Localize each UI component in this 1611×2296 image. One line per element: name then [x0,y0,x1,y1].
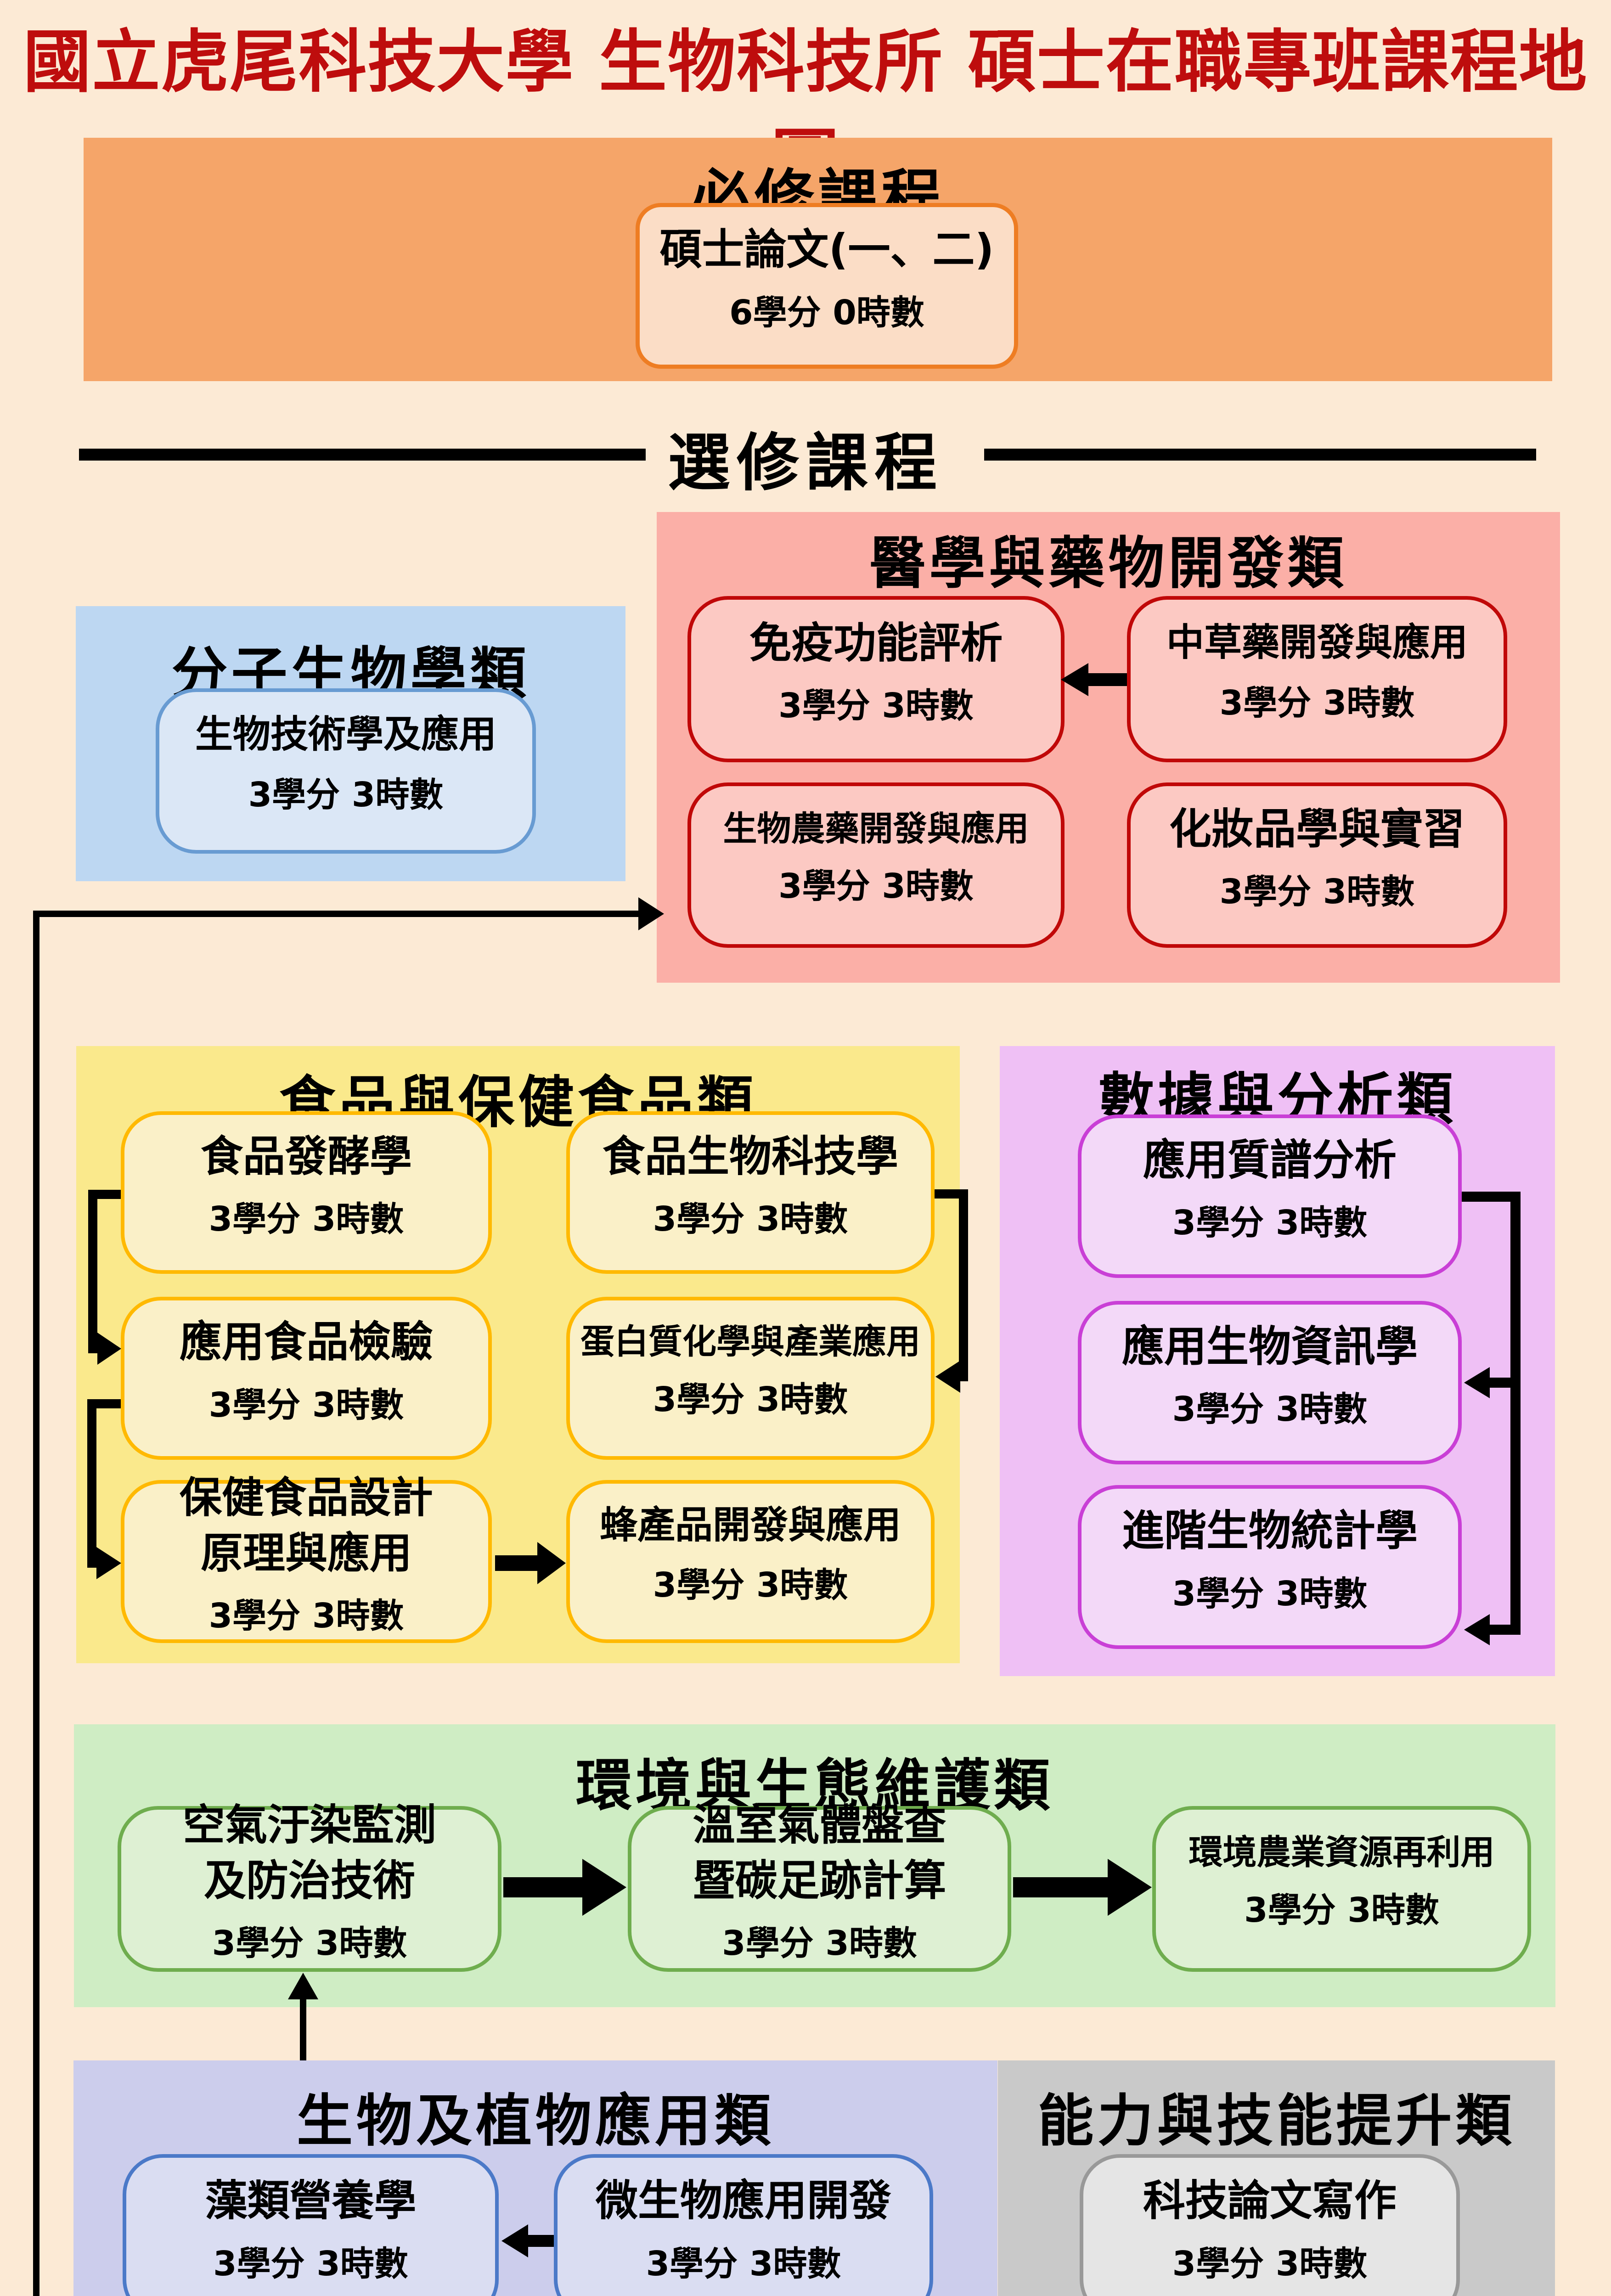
course-cosmetics-practice: 化妝品學與實習 3學分 3時數 [1127,782,1507,948]
course-credits: 3學分 3時數 [778,686,974,726]
course-name: 生物農藥開發與應用 [723,809,1029,849]
course-credits: 3學分 3時數 [722,1924,917,1964]
arrow-design-to-bee-shaft [495,1555,539,1571]
course-applied-food-inspection: 應用食品檢驗 3學分 3時數 [121,1297,492,1460]
elective-divider-left-line [79,449,646,461]
arrow-fermentation-to-inspection-head [97,1333,121,1365]
arrow-algae-to-air-head [288,1973,318,1999]
course-air-pollution-monitoring: 空氣汙染監測 及防治技術 3學分 3時數 [118,1801,501,1972]
arrow-micro-to-algae-shaft [527,2235,554,2247]
course-credits: 6學分 0時數 [729,293,924,332]
connector-entomology-to-biopesticide-vertical [33,911,39,2296]
arrow-design-to-bee-head [537,1542,566,1584]
course-algae-nutrition: 藻類營養學 3學分 3時數 [123,2154,499,2296]
course-applied-bioinformatics: 應用生物資訊學 3學分 3時數 [1078,1301,1462,1464]
arrow-air-to-greenhouse-shaft [503,1877,584,1897]
course-name: 蜂產品開發與應用 [599,1503,901,1547]
course-credits: 3學分 3時數 [646,2244,841,2284]
course-credits: 3學分 3時數 [1172,2244,1368,2284]
course-scientific-writing: 科技論文寫作 3學分 3時數 [1080,2154,1460,2296]
course-credits: 3學分 3時數 [1172,1574,1368,1614]
course-credits: 3學分 3時數 [208,1199,404,1239]
arrow-micro-to-algae-head [501,2224,528,2257]
arrow-greenhouse-to-recycle-head [1108,1859,1152,1916]
course-credits: 3學分 3時數 [653,1199,848,1239]
arrow-herbal-to-immune-shaft [1087,673,1127,686]
course-chinese-herbal-medicine: 中草藥開發與應用 3學分 3時數 [1127,596,1507,762]
course-credits: 3學分 3時數 [653,1565,848,1605]
course-agri-resource-recycling: 環境農業資源再利用 3學分 3時數 [1152,1806,1531,1972]
connector-massspec-vertical [1510,1192,1521,1635]
arrow-massspec-to-bioinfo-head [1464,1367,1490,1398]
course-microbial-application: 微生物應用開發 3學分 3時數 [554,2154,933,2296]
connector-massspec-stub [1462,1192,1521,1202]
course-name: 免疫功能評析 [749,618,1003,668]
course-bee-products: 蜂產品開發與應用 3學分 3時數 [566,1480,935,1643]
arrow-biotech-to-protein-head [935,1361,960,1393]
arrow-inspection-to-design-vertical [87,1399,96,1568]
arrow-fermentation-to-inspection-vertical [88,1190,97,1353]
course-greenhouse-gas-inventory: 溫室氣體盤查 暨碳足跡計算 3學分 3時數 [628,1801,1011,1972]
elective-divider-right-line [984,449,1536,461]
course-credits: 3學分 3時數 [653,1379,848,1419]
course-credits: 3學分 3時數 [1172,1203,1368,1243]
category-bio-plant-title: 生物及植物應用類 [297,2088,774,2154]
course-credits: 3學分 3時數 [1219,872,1415,912]
course-credits: 3學分 3時數 [1172,1390,1368,1429]
course-name: 碩士論文(一、二) [659,225,994,275]
page-title: 國立虎尾科技大學 生物科技所 碩士在職專班課程地圖 [23,23,1588,200]
elective-section-title: 選修課程 [668,427,943,500]
course-name: 溫室氣體盤查 暨碳足跡計算 [693,1800,946,1905]
course-advanced-biostatistics: 進階生物統計學 3學分 3時數 [1078,1485,1462,1649]
course-biopesticide-development: 生物農藥開發與應用 3學分 3時數 [687,782,1065,948]
course-food-biotechnology: 食品生物科技學 3學分 3時數 [566,1111,935,1274]
course-name: 進階生物統計學 [1121,1506,1418,1556]
connector-entomology-to-biopesticide-top [33,911,644,917]
course-applied-mass-spectrometry: 應用質譜分析 3學分 3時數 [1078,1114,1462,1278]
category-medical-title: 醫學與藥物開發類 [869,531,1347,596]
course-food-fermentation: 食品發酵學 3學分 3時數 [121,1111,492,1274]
course-name: 空氣汙染監測 及防治技術 [182,1800,436,1905]
arrow-inspection-to-design-head [96,1547,121,1579]
course-credits: 3學分 3時數 [1219,683,1415,723]
course-credits: 3學分 3時數 [213,2244,408,2284]
course-immune-function-analysis: 免疫功能評析 3學分 3時數 [687,596,1065,762]
course-name: 化妝品學與實習 [1169,804,1465,854]
arrow-biotech-to-protein-vertical [959,1189,968,1381]
course-credits: 3學分 3時數 [778,867,974,906]
arrow-greenhouse-to-recycle-shaft [1013,1877,1110,1897]
arrow-massspec-to-biostat-branch [1490,1625,1510,1635]
course-name: 應用食品檢驗 [179,1317,433,1367]
course-name: 環境農業資源再利用 [1189,1833,1495,1873]
course-name: 食品發酵學 [200,1131,412,1181]
arrow-herbal-to-immune-head [1061,663,1088,696]
course-biotechnology-application: 生物技術學及應用 3學分 3時數 [156,688,536,854]
course-name: 科技論文寫作 [1143,2176,1397,2226]
course-name: 食品生物科技學 [602,1131,898,1181]
category-skills-title: 能力與技能提升類 [1037,2088,1515,2154]
course-protein-chemistry-industry: 蛋白質化學與產業應用 3學分 3時數 [566,1297,935,1460]
course-name: 中草藥開發與應用 [1166,621,1468,665]
course-name: 藻類營養學 [205,2176,417,2226]
course-name: 微生物應用開發 [595,2176,891,2226]
course-credits: 3學分 3時數 [208,1385,404,1425]
course-credits: 3學分 3時數 [248,775,444,815]
connector-entomology-to-biopesticide-head [638,897,664,930]
course-name: 生物技術學及應用 [195,713,496,757]
arrow-massspec-to-bioinfo-branch [1490,1378,1510,1388]
course-name: 應用質譜分析 [1143,1135,1397,1185]
course-name: 蛋白質化學與產業應用 [580,1322,920,1362]
course-credits: 3學分 3時數 [212,1924,407,1964]
course-credits: 3學分 3時數 [1244,1890,1439,1930]
course-health-food-design: 保健食品設計 原理與應用 3學分 3時數 [121,1473,492,1643]
arrow-massspec-to-biostat-head [1464,1614,1490,1645]
course-name: 應用生物資訊學 [1121,1322,1418,1371]
course-master-thesis: 碩士論文(一、二) 6學分 0時數 [636,203,1018,369]
course-name: 保健食品設計 原理與應用 [179,1473,433,1578]
course-credits: 3學分 3時數 [208,1596,404,1636]
arrow-air-to-greenhouse-head [582,1859,626,1916]
